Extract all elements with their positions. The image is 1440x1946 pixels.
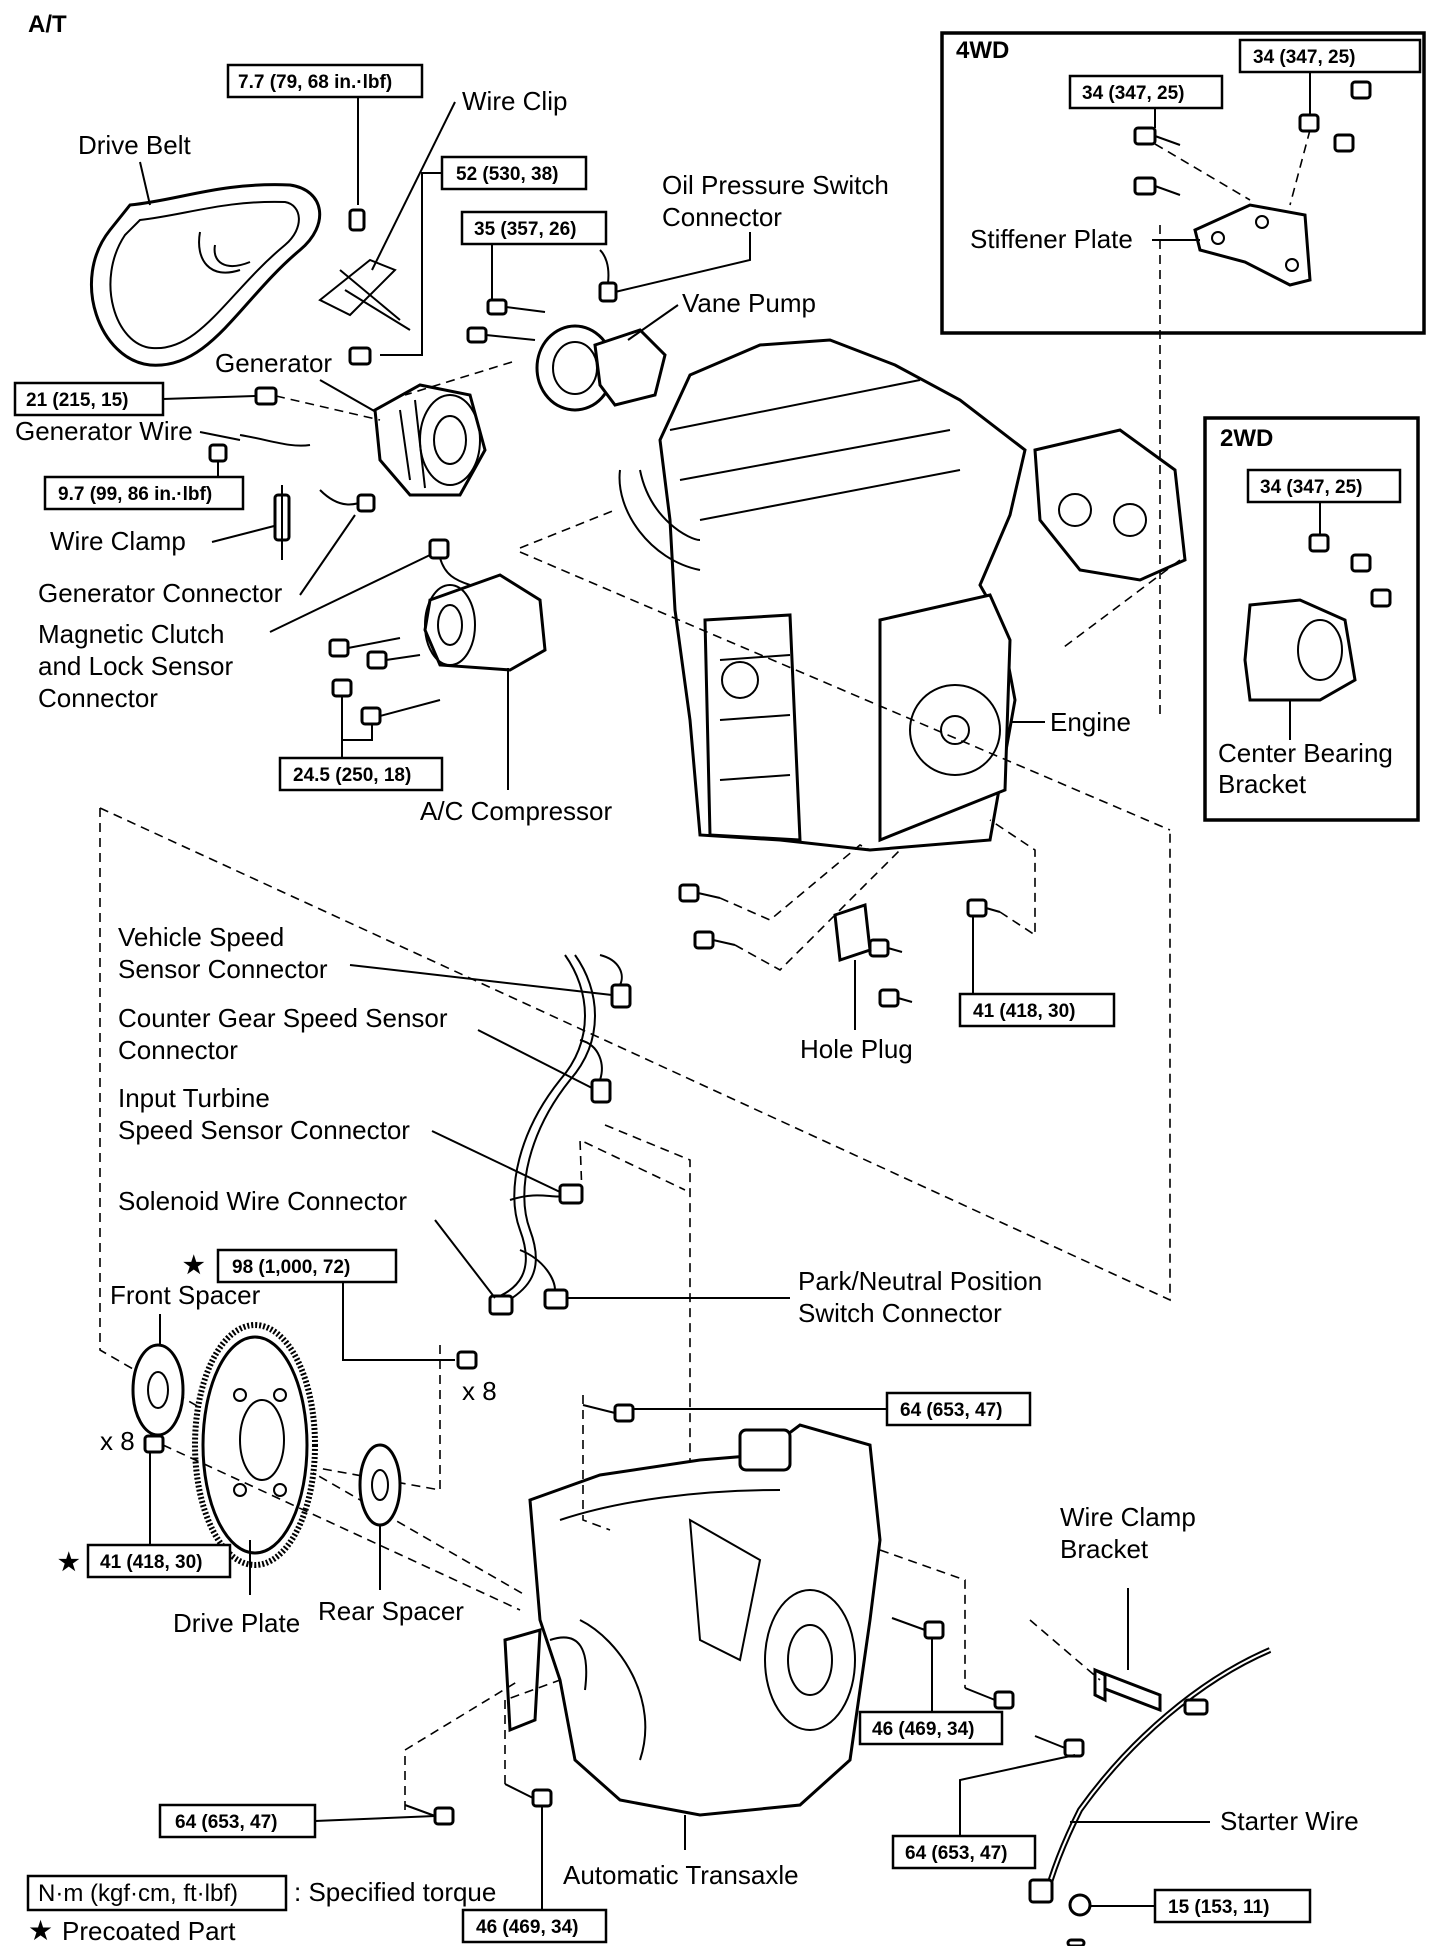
bolt-icon xyxy=(143,1434,165,1454)
connector-icon xyxy=(488,983,632,1316)
legend-precoated: Precoated Part xyxy=(62,1916,236,1946)
torque-starter-15: 15 (153, 11) xyxy=(1168,1897,1269,1918)
torque-vane-pump: 35 (357, 26) xyxy=(474,219,576,240)
vss-label-2: Sensor Connector xyxy=(118,954,328,984)
bolt-icon xyxy=(1308,533,1392,608)
page-title: A/T xyxy=(28,11,67,38)
bolt-icon xyxy=(456,1350,478,1370)
torque-generator-wire: 9.7 (99, 86 in.·lbf) xyxy=(58,484,212,505)
automatic-transaxle xyxy=(503,1423,882,1817)
bolt-icon xyxy=(254,346,372,406)
torque-generator-21: 21 (215, 15) xyxy=(26,390,128,411)
legend: N·m (kgf·cm, ft·lbf) : Specified torque … xyxy=(26,1874,496,1946)
center-bearing-label-2: Bracket xyxy=(1218,769,1307,799)
vss-label-1: Vehicle Speed xyxy=(118,922,284,952)
input-turbine-label-2: Speed Sensor Connector xyxy=(118,1115,410,1145)
center-bearing-label-1: Center Bearing xyxy=(1218,738,1393,768)
park-neutral-label-1: Park/Neutral Position xyxy=(798,1266,1042,1296)
oil-pressure-connector xyxy=(598,249,618,303)
bolt-icon xyxy=(328,637,441,726)
vane-pump-label: Vane Pump xyxy=(682,288,816,318)
panel-2wd-title: 2WD xyxy=(1220,425,1273,452)
generator xyxy=(373,383,487,497)
x8-label-b: x 8 xyxy=(100,1426,135,1456)
torque-transaxle-46-bottom: 46 (469, 34) xyxy=(476,1917,578,1938)
torque-drive-plate-41: 41 (418, 30) xyxy=(100,1552,202,1573)
bolt-icon xyxy=(404,1403,1086,1946)
wire-clamp-label: Wire Clamp xyxy=(50,526,186,556)
torque-drive-plate: 98 (1,000, 72) xyxy=(232,1257,350,1278)
wire-clamp-bracket-label-1: Wire Clamp xyxy=(1060,1502,1196,1532)
torque-transaxle-64-left: 64 (653, 47) xyxy=(175,1812,277,1833)
panel-4wd-title: 4WD xyxy=(956,37,1009,64)
magnetic-clutch-label-2: and Lock Sensor xyxy=(38,651,233,681)
legend-unit-box: N·m (kgf·cm, ft·lbf) xyxy=(38,1880,238,1907)
torque-engine-41: 41 (418, 30) xyxy=(973,1001,1075,1022)
legend-unit-text: : Specified torque xyxy=(294,1877,496,1907)
ac-compressor-label: A/C Compressor xyxy=(420,796,612,826)
wire-clamp-bracket-label-2: Bracket xyxy=(1060,1534,1149,1564)
park-neutral-label-2: Switch Connector xyxy=(798,1298,1002,1328)
front-spacer-label: Front Spacer xyxy=(110,1280,261,1310)
vane-pump xyxy=(535,324,667,412)
magnetic-clutch-label-3: Connector xyxy=(38,683,158,713)
magnetic-clutch-label-1: Magnetic Clutch xyxy=(38,619,224,649)
oil-pressure-label-1: Oil Pressure Switch xyxy=(662,170,889,200)
solenoid-label: Solenoid Wire Connector xyxy=(118,1186,407,1216)
drive-plate-label: Drive Plate xyxy=(173,1608,300,1638)
panel-2wd: 2WD 34 (347, 25) Center Bearing Bracket xyxy=(1203,416,1420,822)
bolt-icon xyxy=(466,298,546,344)
x8-label-a: x 8 xyxy=(462,1376,497,1406)
counter-gear-label-2: Connector xyxy=(118,1035,238,1065)
drive-plate xyxy=(192,1322,318,1568)
engine xyxy=(618,338,1187,852)
torque-generator-52: 52 (530, 38) xyxy=(456,164,558,185)
torque-transaxle-64-top: 64 (653, 47) xyxy=(900,1400,1002,1421)
stiffener-plate xyxy=(1193,203,1312,287)
rear-spacer-label: Rear Spacer xyxy=(318,1596,464,1626)
wire-clip xyxy=(318,208,411,331)
bolt-icon xyxy=(678,883,1001,1008)
oil-pressure-label-2: Connector xyxy=(662,202,782,232)
automatic-transaxle-label: Automatic Transaxle xyxy=(563,1860,799,1890)
front-spacer xyxy=(131,1343,185,1437)
star-icon: ★ xyxy=(28,1915,53,1946)
torque-4wd-b: 34 (347, 25) xyxy=(1082,83,1184,104)
star-mark: ★ xyxy=(183,1252,205,1279)
panel-4wd: 4WD 34 (347, 25) 34 (347, 25) Stiffener … xyxy=(940,31,1426,335)
torque-wire-clip: 7.7 (79, 68 in.·lbf) xyxy=(238,72,392,93)
generator-connector-label: Generator Connector xyxy=(38,578,283,608)
generator-label: Generator xyxy=(215,348,332,378)
counter-gear-label-1: Counter Gear Speed Sensor xyxy=(118,1003,448,1033)
starter-wire-label: Starter Wire xyxy=(1220,1806,1359,1836)
transaxle-wire-harness xyxy=(489,954,623,1306)
wire-clamp xyxy=(273,485,291,560)
starter-wire xyxy=(1028,1647,1272,1917)
engine-label: Engine xyxy=(1050,707,1131,737)
drive-belt xyxy=(89,183,322,367)
center-bearing-bracket xyxy=(1243,598,1357,702)
input-turbine-label-1: Input Turbine xyxy=(118,1083,270,1113)
torque-2wd: 34 (347, 25) xyxy=(1260,477,1362,498)
torque-4wd-a: 34 (347, 25) xyxy=(1253,47,1355,68)
rear-spacer xyxy=(358,1443,402,1527)
generator-connector xyxy=(319,489,376,513)
torque-transaxle-46-right: 46 (469, 34) xyxy=(872,1719,974,1740)
stiffener-plate-label: Stiffener Plate xyxy=(970,224,1133,254)
hole-plug-label: Hole Plug xyxy=(800,1034,913,1064)
generator-wire xyxy=(208,434,311,463)
ac-compressor xyxy=(423,538,547,672)
wire-clamp-bracket xyxy=(1093,1667,1162,1713)
drive-belt-label: Drive Belt xyxy=(78,130,191,160)
generator-wire-label: Generator Wire xyxy=(15,416,193,446)
star-mark: ★ xyxy=(58,1549,80,1576)
torque-starter-64: 64 (653, 47) xyxy=(905,1843,1007,1864)
torque-ac: 24.5 (250, 18) xyxy=(293,765,411,786)
wire-clip-label: Wire Clip xyxy=(462,86,567,116)
hole-plug xyxy=(833,902,872,963)
